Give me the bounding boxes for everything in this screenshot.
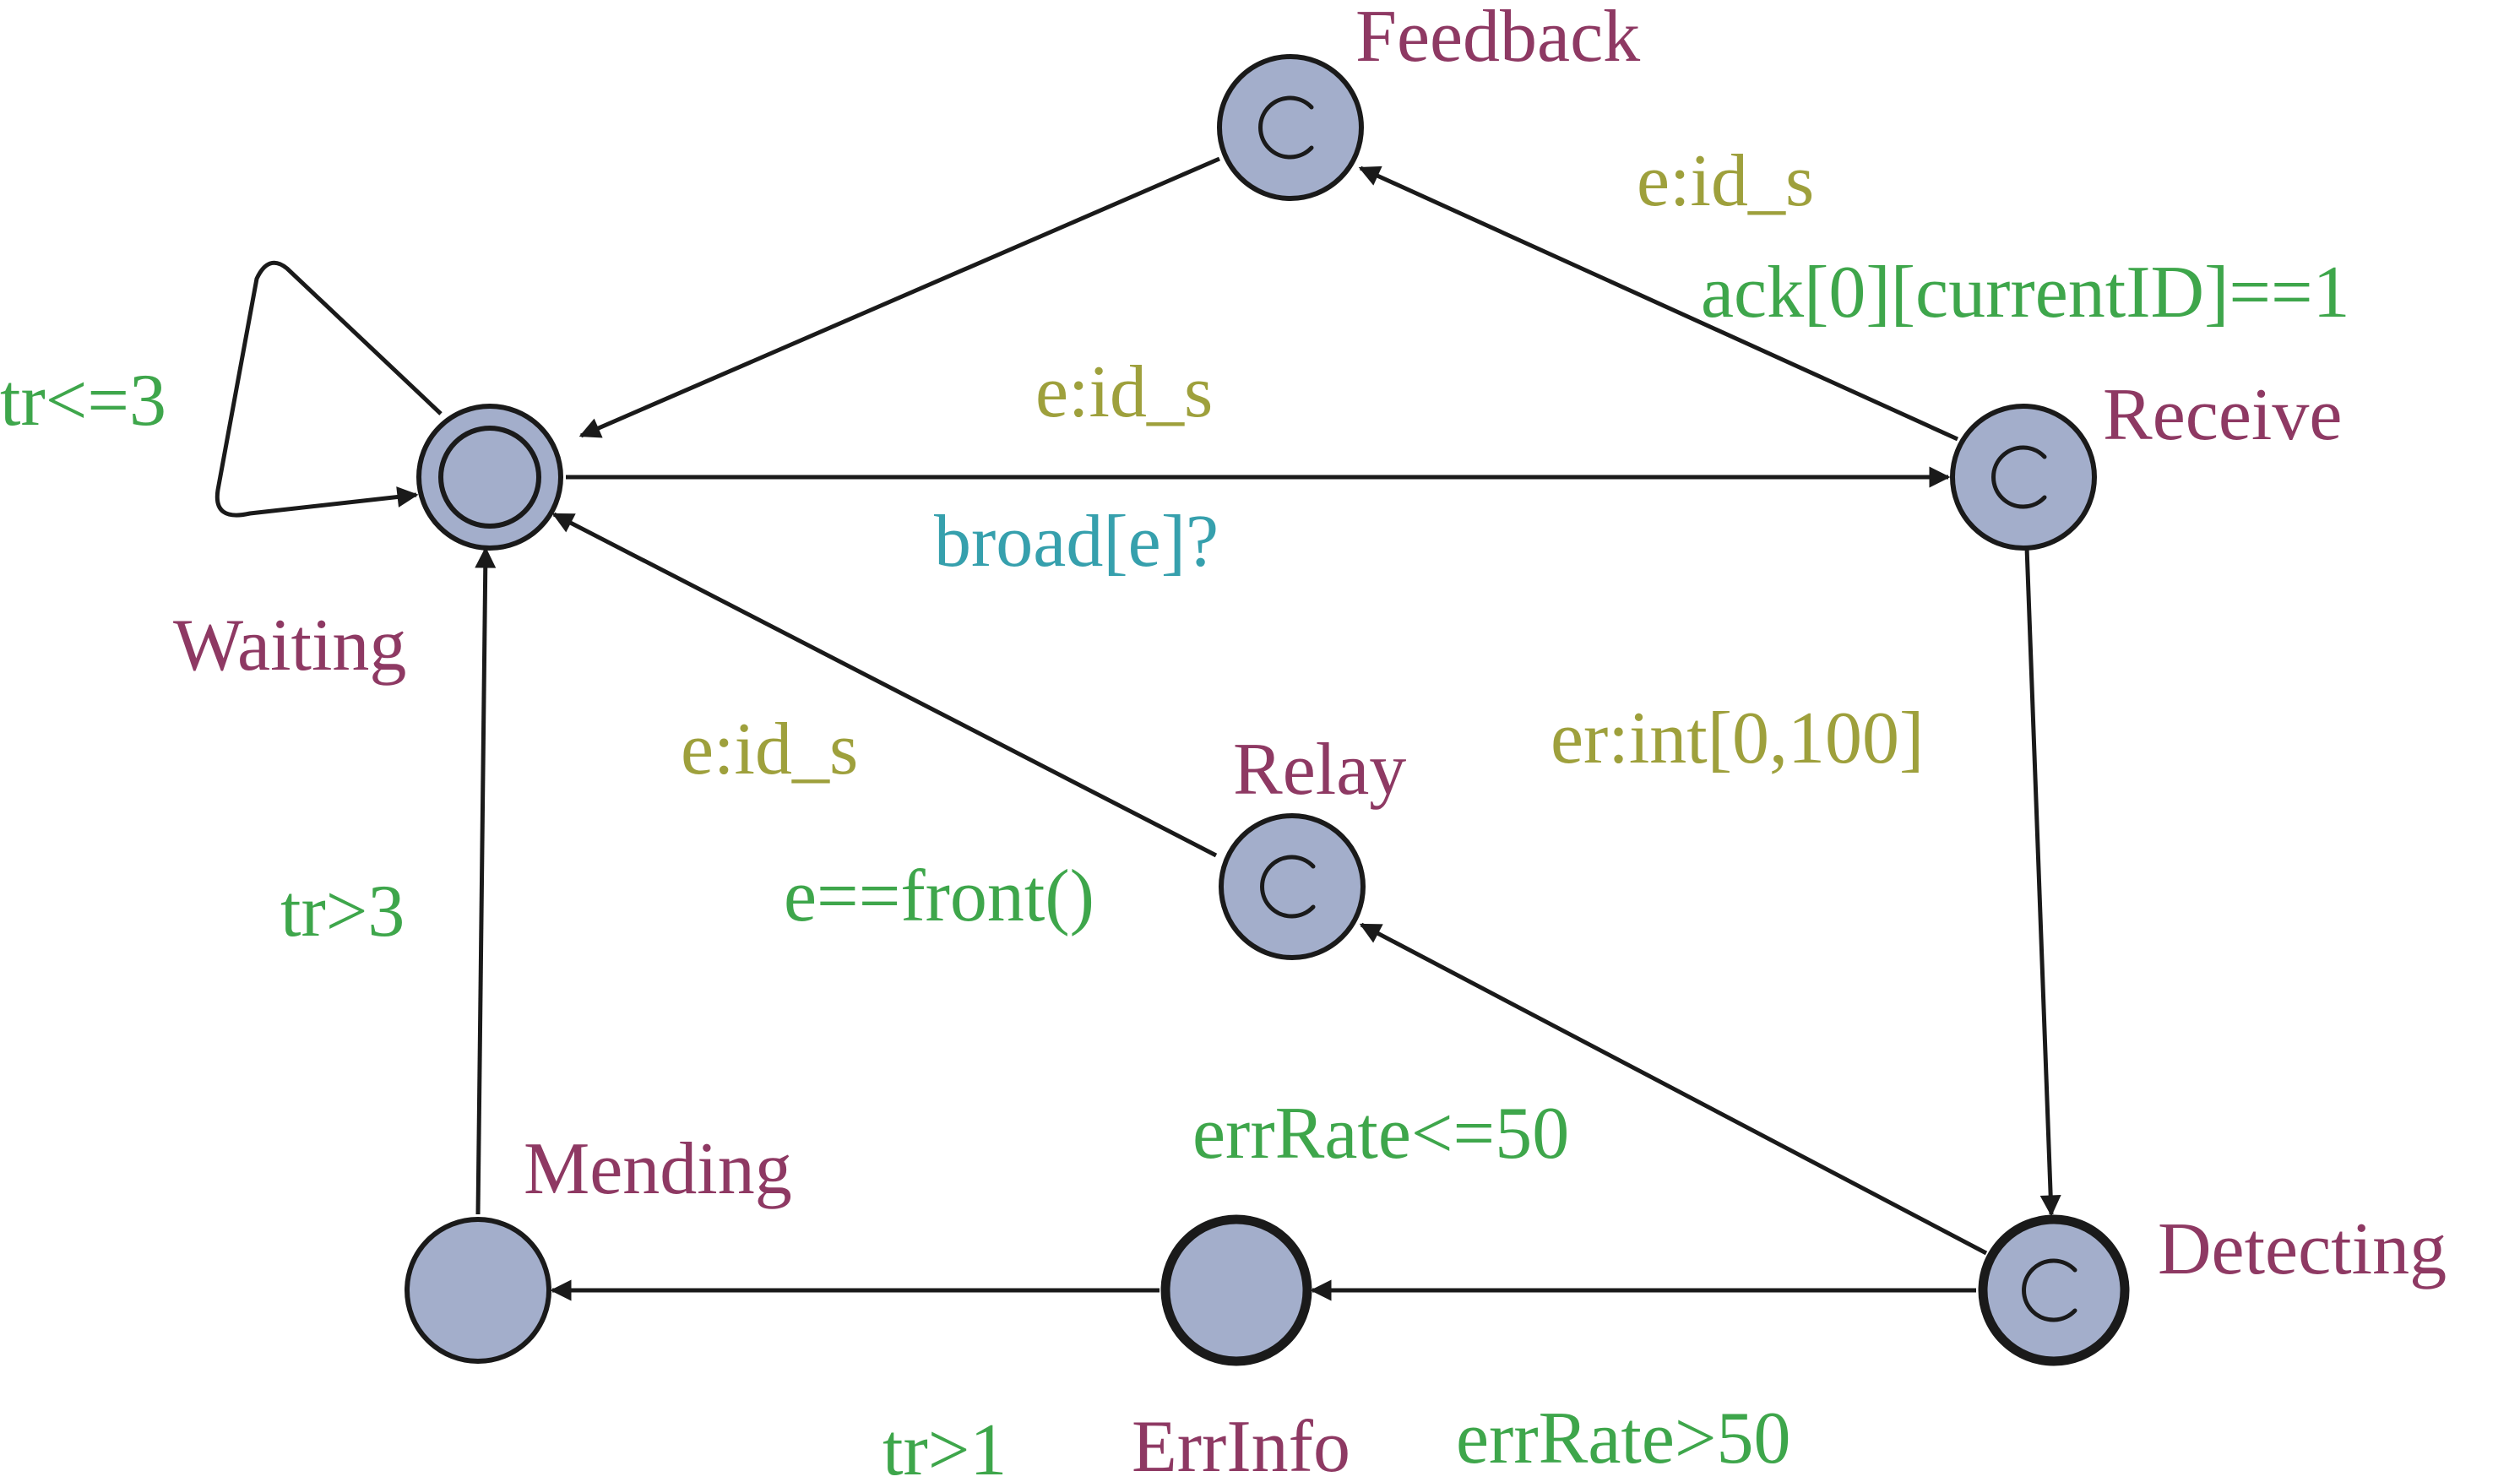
guard-label-errinfo-mending: tr>1 xyxy=(883,1409,1007,1482)
select-label-waiting-receive: e:id_s xyxy=(1035,351,1213,433)
select-label-relay-waiting: e:id_s xyxy=(681,708,858,790)
guard-label-detecting-relay: errRate<=50 xyxy=(1192,1093,1569,1175)
location-relay xyxy=(1219,813,1366,960)
state-names: Feedback Receive Waiting Relay Mending D… xyxy=(173,0,2447,1482)
committed-mark-icon xyxy=(2022,1258,2077,1322)
sync-label-waiting-receive: broad[e]? xyxy=(934,501,1219,583)
location-feedback xyxy=(1217,54,1364,201)
edge-relay-to-waiting xyxy=(551,512,1218,858)
guard-label-detecting-errinfo: errRate>50 xyxy=(1456,1398,1791,1479)
edge-detecting-to-relay xyxy=(1359,922,1988,1256)
location-mending xyxy=(405,1217,551,1364)
edge-receive-to-detecting xyxy=(2024,546,2061,1217)
edges xyxy=(215,156,2061,1301)
location-detecting xyxy=(1978,1214,2130,1366)
location-errinfo xyxy=(1160,1214,1312,1366)
state-name-receive: Receive xyxy=(2103,374,2342,456)
edge-mending-to-waiting xyxy=(475,546,497,1215)
committed-mark-icon xyxy=(1258,95,1314,160)
state-name-feedback: Feedback xyxy=(1355,0,1640,78)
guard-label-relay-waiting: e==front() xyxy=(784,855,1094,937)
select-label-receive-feedback: e:id_s xyxy=(1637,140,1814,222)
guard-label-mending-waiting: tr>3 xyxy=(280,871,405,953)
location-waiting xyxy=(416,404,563,551)
committed-mark-icon xyxy=(1991,445,2047,509)
state-name-errinfo: ErrInfo xyxy=(1132,1406,1350,1482)
edge-feedback-to-waiting xyxy=(578,156,1220,438)
state-name-relay: Relay xyxy=(1233,729,1406,811)
locations xyxy=(405,54,2130,1366)
guard-label-receive-feedback: ack[0][currentID]==1 xyxy=(1701,252,2350,334)
edge-receive-to-feedback xyxy=(1358,166,1959,442)
committed-mark-icon xyxy=(1260,855,1316,919)
guard-label-waiting-self: tr<=3 xyxy=(0,360,166,442)
select-label-receive-detecting: er:int[0,100] xyxy=(1551,698,1924,779)
state-name-waiting: Waiting xyxy=(173,605,406,687)
location-receive xyxy=(1950,404,2097,551)
state-name-mending: Mending xyxy=(524,1128,792,1210)
state-name-detecting: Detecting xyxy=(2158,1208,2447,1290)
edge-labels: tr<=3 e:id_s ack[0][currentID]==1 e:id_s… xyxy=(0,140,2350,1482)
edge-waiting-self-loop xyxy=(215,260,443,518)
